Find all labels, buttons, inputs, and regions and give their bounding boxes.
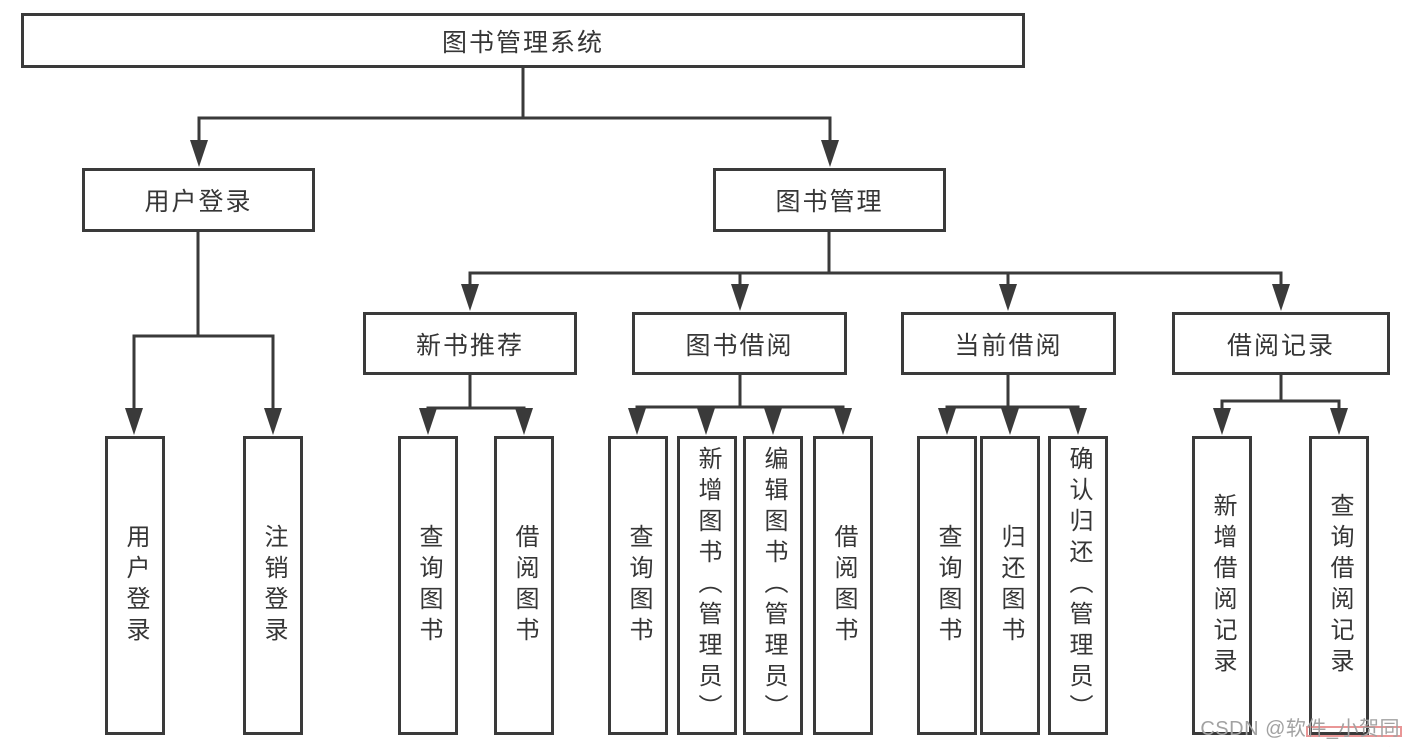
leaf-borrowing-borrow-books-label: 借阅图书 — [830, 523, 857, 648]
node-book-management: 图书管理 — [713, 168, 946, 232]
arrow-heads — [125, 140, 1348, 435]
leaf-borrowing-add-books-admin: 新增图书（管理员） — [677, 436, 737, 735]
leaf-borrowing-add-books-admin-label: 新增图书（管理员） — [694, 446, 721, 725]
leaf-current-return-books-label: 归还图书 — [997, 523, 1024, 648]
leaf-current-confirm-return-admin: 确认归还（管理员） — [1048, 436, 1108, 735]
leaf-current-return-books: 归还图书 — [980, 436, 1040, 735]
leaf-logout: 注销登录 — [243, 436, 303, 735]
leaf-borrowing-edit-books-admin: 编辑图书（管理员） — [743, 436, 803, 735]
node-borrowing-records: 借阅记录 — [1172, 312, 1390, 375]
leaf-recommend-query-books: 查询图书 — [398, 436, 458, 735]
leaf-borrowing-query-books: 查询图书 — [608, 436, 668, 735]
node-root-library-system: 图书管理系统 — [21, 13, 1025, 68]
leaf-current-confirm-return-admin-label: 确认归还（管理员） — [1065, 446, 1092, 725]
leaf-records-query-record: 查询借阅记录 — [1309, 436, 1369, 735]
leaf-logout-label: 注销登录 — [260, 523, 287, 648]
leaf-borrowing-edit-books-admin-label: 编辑图书（管理员） — [760, 446, 787, 725]
node-current-borrowing: 当前借阅 — [901, 312, 1116, 375]
leaf-user-login-label: 用户登录 — [122, 523, 149, 648]
node-new-book-recommend: 新书推荐 — [363, 312, 577, 375]
leaf-user-login: 用户登录 — [105, 436, 165, 735]
leaf-records-query-record-label: 查询借阅记录 — [1326, 492, 1353, 679]
node-book-borrowing: 图书借阅 — [632, 312, 847, 375]
leaf-borrowing-borrow-books: 借阅图书 — [813, 436, 873, 735]
leaf-current-query-books-label: 查询图书 — [934, 523, 961, 648]
leaf-recommend-borrow-books: 借阅图书 — [494, 436, 554, 735]
leaf-records-add-record: 新增借阅记录 — [1192, 436, 1252, 735]
watermark-red-accent — [1306, 726, 1402, 737]
leaf-records-add-record-label: 新增借阅记录 — [1209, 492, 1236, 679]
node-user-login: 用户登录 — [82, 168, 315, 232]
leaf-borrowing-query-books-label: 查询图书 — [625, 523, 652, 648]
leaf-recommend-query-books-label: 查询图书 — [415, 523, 442, 648]
watermark-text: CSDN @软件_小贺同学 — [1200, 718, 1400, 740]
leaf-current-query-books: 查询图书 — [917, 436, 977, 735]
leaf-recommend-borrow-books-label: 借阅图书 — [511, 523, 538, 648]
